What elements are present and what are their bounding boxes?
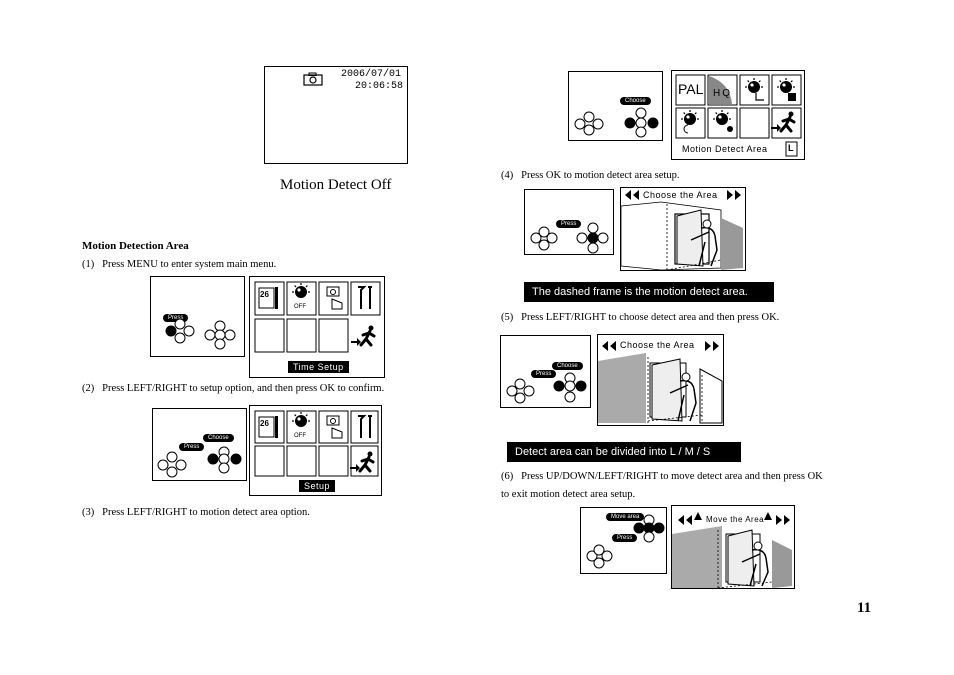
calendar-day-2: 26 — [260, 419, 269, 428]
dpad-buttons-4 — [530, 222, 609, 254]
dpad-buttons — [165, 318, 236, 350]
scene-illustration-3 — [672, 512, 792, 589]
dpad-buttons-5 — [506, 372, 587, 404]
size-letter: L — [788, 143, 794, 153]
setup-menu-screen: 26 OFF Setup — [249, 405, 382, 496]
press-tag-2: Press — [179, 443, 205, 451]
move-area-preview: Move the Area — [671, 505, 795, 589]
choose-area-label-2: Choose the Area — [620, 340, 695, 350]
choose-tag: Choose — [203, 434, 234, 442]
off-label: OFF — [294, 304, 306, 310]
dpad-buttons-6 — [586, 514, 665, 569]
step-6: (6) Press UP/DOWN/LEFT/RIGHT to move det… — [501, 471, 823, 482]
calendar-day: 26 — [260, 290, 269, 299]
section-title: Motion Detection Area — [82, 240, 189, 252]
setup-menu-icons — [254, 410, 379, 477]
remote-control-panel-4: Press — [524, 189, 614, 255]
screen-date: 2006/07/01 — [341, 69, 402, 80]
choose-tag-3: Choose — [620, 97, 651, 105]
menu-icons — [254, 281, 381, 353]
move-area-tag: Move area — [606, 513, 645, 521]
page-number: 11 — [857, 600, 872, 616]
pal-label: PAL — [678, 81, 704, 97]
move-area-label: Move the Area — [706, 515, 765, 524]
scene-illustration-2 — [598, 341, 723, 424]
motion-detect-area-label: Motion Detect Area — [682, 144, 768, 154]
remote-control-panel: Press — [150, 276, 245, 357]
time-setup-label: Time Setup — [288, 361, 349, 373]
motion-menu-icons — [675, 74, 802, 157]
step-4: (4) Press OK to motion detect area setup… — [501, 170, 680, 181]
choose-tag-5: Choose — [552, 362, 583, 370]
dpad-buttons-3 — [574, 107, 659, 138]
step-2: (2) Press LEFT/RIGHT to setup option, an… — [82, 383, 385, 394]
camera-screen-display: 2006/07/01 20:06:58 — [264, 66, 408, 164]
detect-area-preview-2: Choose the Area — [597, 334, 724, 426]
step-1: (1) Press MENU to enter system main menu… — [82, 259, 277, 270]
off-label-2: OFF — [294, 433, 306, 439]
area-size-banner: Detect area can be divided into L / M / … — [507, 442, 741, 462]
motion-detect-menu-screen: PAL HQ Motion Detect Area L — [671, 70, 805, 160]
hq-label: HQ — [713, 88, 732, 99]
step-6-cont: to exit motion detect area setup. — [501, 489, 636, 500]
step-5: (5) Press LEFT/RIGHT to choose detect ar… — [501, 312, 780, 323]
press-tag-4: Press — [556, 220, 582, 228]
remote-control-panel-5: Choose Press — [500, 335, 591, 408]
screen-time: 20:06:58 — [355, 81, 404, 92]
motion-frame-banner: The dashed frame is the motion detect ar… — [524, 282, 774, 302]
remote-control-panel-2: Choose Press — [152, 408, 247, 481]
detect-area-preview: Choose the Area — [620, 187, 746, 271]
camera-icon — [303, 72, 323, 86]
screen-caption: Motion Detect Off — [280, 177, 392, 193]
main-menu-screen: 26 OFF Time Setup — [249, 276, 385, 378]
press-tag: Press — [163, 314, 189, 322]
dpad-buttons-2 — [157, 446, 242, 478]
step-3: (3) Press LEFT/RIGHT to motion detect ar… — [82, 507, 310, 518]
remote-control-panel-6: Move area Press — [580, 507, 667, 574]
press-tag-5: Press — [531, 370, 557, 378]
choose-area-label: Choose the Area — [643, 190, 718, 200]
remote-control-panel-3: Choose — [568, 71, 663, 141]
scene-illustration — [620, 190, 743, 271]
press-tag-6: Press — [612, 534, 638, 542]
setup-label: Setup — [299, 480, 336, 492]
